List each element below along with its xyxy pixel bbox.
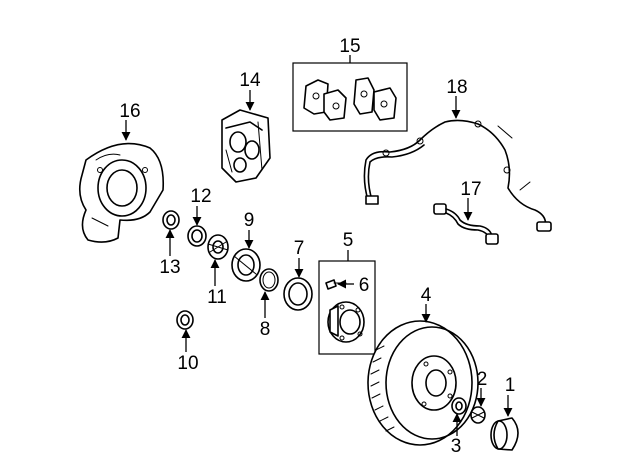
outer-seal-part (283, 277, 313, 311)
small-seal-part (176, 310, 194, 330)
hub-assembly-box (318, 260, 376, 355)
backing-plate-part (78, 142, 165, 243)
lock-nut-part (470, 406, 486, 424)
callout-7: 7 (294, 238, 305, 259)
hub-part (327, 301, 365, 343)
snap-ring-part (259, 268, 279, 292)
inner-bearing-part (207, 234, 229, 260)
callout-13: 13 (159, 257, 180, 278)
hub-nut-part (451, 397, 467, 415)
callout-14: 14 (239, 70, 261, 91)
abs-sensor-wire-part (363, 119, 552, 232)
callout-6: 6 (359, 275, 370, 296)
brake-hose-part (433, 203, 499, 245)
grease-cap-part (490, 417, 519, 451)
callout-3: 3 (451, 436, 462, 457)
brake-rotor-part (367, 320, 479, 446)
callout-8: 8 (260, 319, 271, 340)
callout-10: 10 (177, 353, 198, 374)
inner-seal-part (162, 210, 180, 230)
callout-2: 2 (477, 369, 488, 390)
bearing-race-part (187, 225, 207, 247)
callout-1: 1 (505, 375, 516, 396)
outer-race-part (231, 248, 261, 282)
callout-16: 16 (119, 101, 140, 122)
callout-leaders (121, 55, 513, 436)
caliper-part (221, 109, 271, 183)
callout-15: 15 (339, 36, 360, 57)
callout-numbers: 1 2 3 4 5 6 7 8 9 10 11 12 13 14 15 16 1… (119, 36, 515, 457)
callout-18: 18 (446, 77, 467, 98)
brake-pads-part (303, 77, 397, 121)
callout-4: 4 (421, 285, 432, 306)
callout-9: 9 (244, 210, 255, 231)
callout-11: 11 (207, 287, 227, 308)
callout-17: 17 (460, 179, 481, 200)
callout-12: 12 (190, 186, 211, 207)
callout-5: 5 (343, 230, 354, 251)
